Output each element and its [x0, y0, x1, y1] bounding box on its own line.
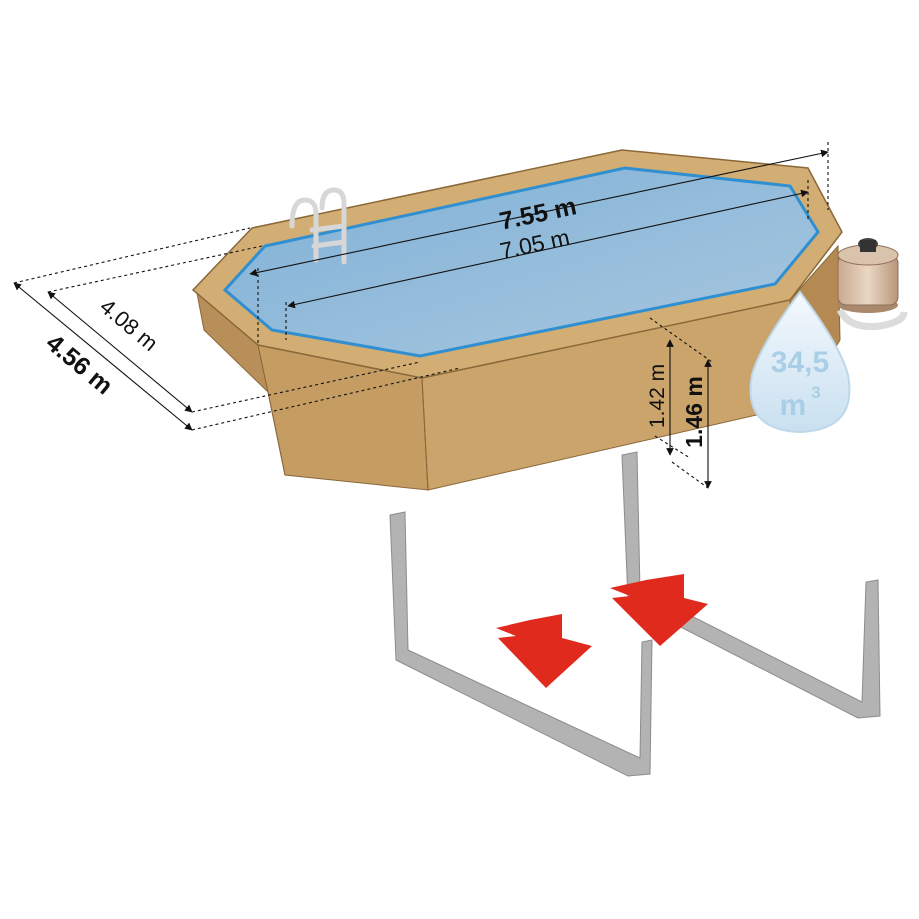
- volume-drop: 34,5 m 3: [749, 290, 851, 434]
- outer-width-label: 4.56 m: [40, 329, 118, 400]
- pool-walls: [195, 244, 841, 491]
- red-arrow-down-left-icon: [496, 614, 592, 688]
- wall-brackets: [389, 451, 881, 777]
- insertion-arrows: [496, 574, 708, 688]
- bracket-right: [621, 451, 881, 719]
- dimension-lines: [13, 142, 829, 489]
- inner-width-label: 4.08 m: [95, 294, 163, 356]
- volume-unit: m: [780, 389, 807, 422]
- water-drop-icon: [749, 290, 851, 434]
- inner-height-label: 1.42 m: [646, 364, 669, 428]
- red-arrow-down-right-icon: [610, 574, 708, 646]
- volume-value: 34,5: [771, 346, 829, 379]
- outer-height-label: 1.46 m: [681, 376, 707, 448]
- sand-filter: [836, 238, 908, 331]
- volume-exponent: 3: [811, 383, 820, 402]
- bracket-left: [389, 511, 653, 777]
